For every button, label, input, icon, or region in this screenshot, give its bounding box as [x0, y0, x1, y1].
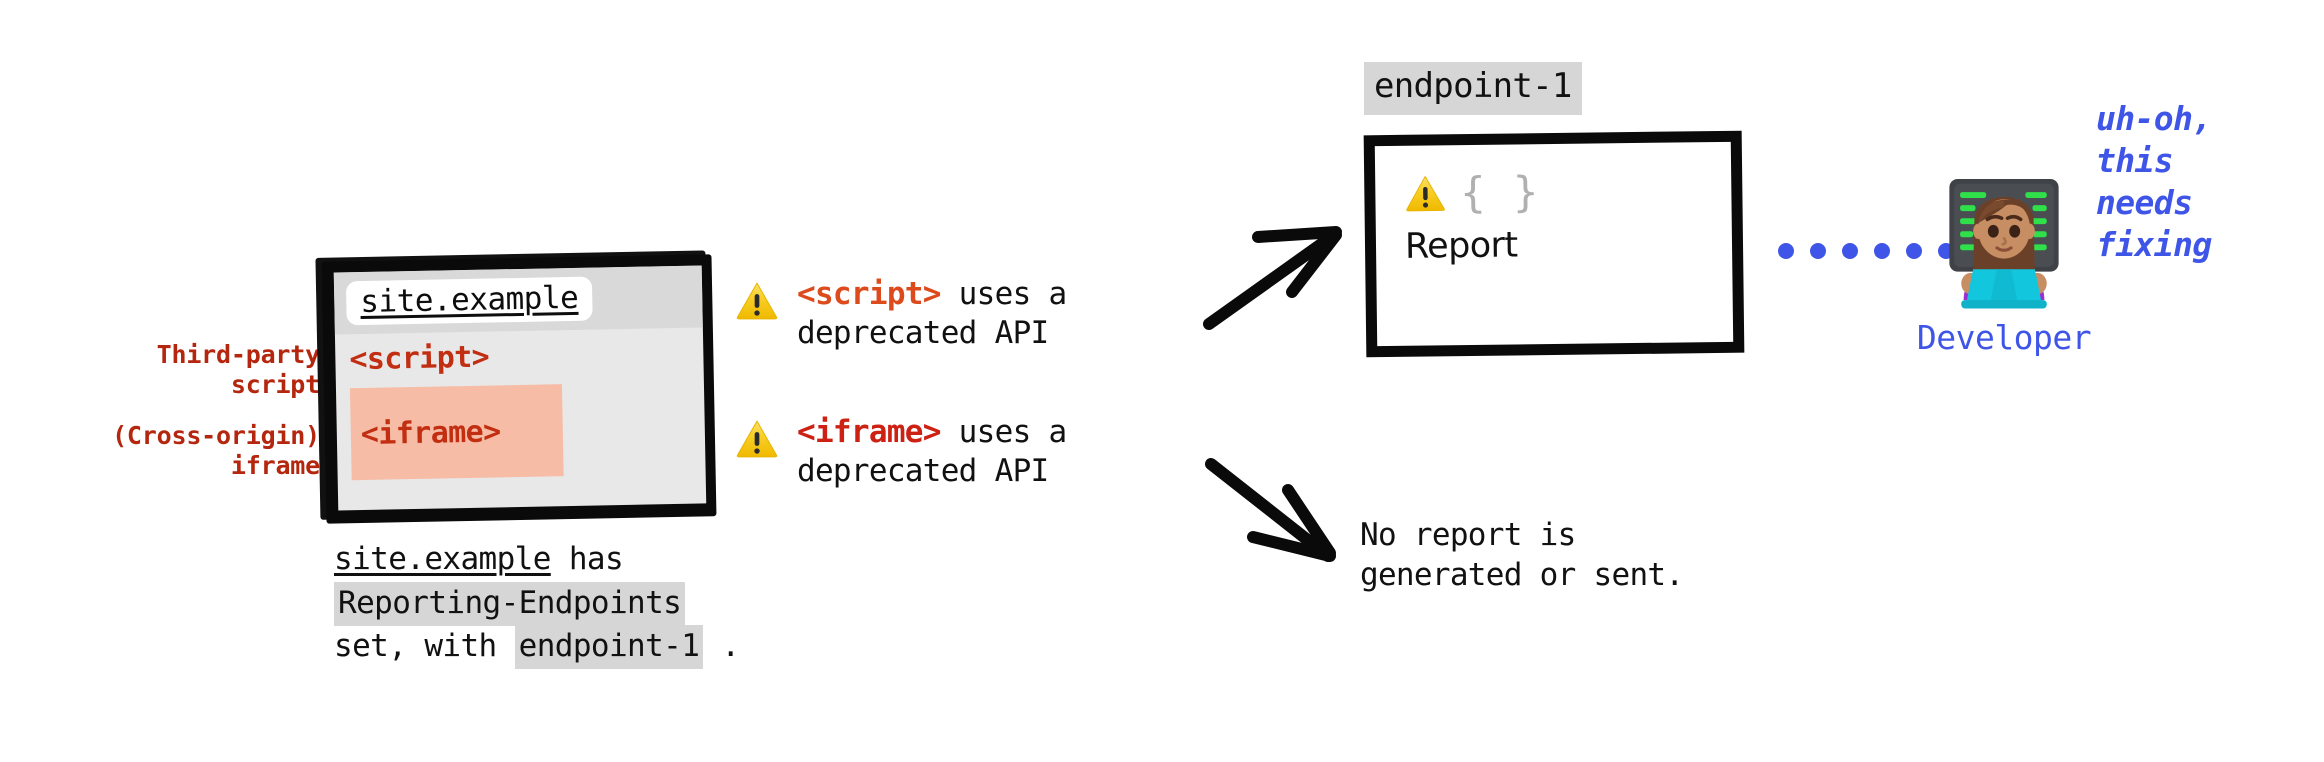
- warning-tag-iframe: <iframe>: [797, 414, 941, 450]
- developer-figure: Developer: [1916, 160, 2092, 357]
- browser-window: site.example <script> <iframe>: [315, 250, 717, 524]
- endpoint-box-content: { } Report: [1404, 167, 1540, 267]
- annotation-third-party-script: Third-party script: [40, 340, 321, 399]
- address-bar[interactable]: site.example: [345, 276, 593, 326]
- annotation-cross-origin-iframe: (Cross-origin) iframe: [40, 421, 320, 480]
- speech-line: this: [2096, 140, 2174, 180]
- connector-dot: [1874, 243, 1890, 259]
- warning-line-2: deprecated API: [797, 314, 1049, 351]
- browser-chrome-bar: site.example: [333, 265, 703, 335]
- connector-dot: [1810, 243, 1826, 259]
- warning-triangle-icon: [1406, 176, 1445, 212]
- caption-header-code: Reporting-Endpoints: [334, 581, 686, 626]
- warning-line-1: <script> uses a: [797, 276, 1067, 312]
- caption-line-2: Reporting-Endpoints: [334, 581, 739, 626]
- developer-label: Developer: [1916, 318, 2092, 357]
- warning-tag-rest: uses a: [940, 276, 1067, 312]
- speech-line: uh-oh,: [2096, 99, 2212, 138]
- speech-line: fixing: [2096, 224, 2212, 264]
- caption-line-3-pre: set, with: [334, 628, 515, 665]
- caption-endpoint-code: endpoint-1: [514, 625, 704, 670]
- warning-triangle-icon: [736, 420, 778, 458]
- page-iframe-region: <iframe>: [349, 384, 564, 481]
- endpoint-report-box: { } Report: [1363, 130, 1745, 358]
- no-report-line-1: No report is: [1360, 517, 1576, 553]
- connector-dot: [1778, 243, 1794, 259]
- connector-dot: [1906, 243, 1922, 259]
- no-report-line-2: generated or sent.: [1360, 556, 1684, 593]
- warning-triangle-icon: [736, 282, 778, 320]
- browser-window-frame: site.example <script> <iframe>: [321, 254, 717, 524]
- side-annotations: Third-party script (Cross-origin) iframe: [40, 340, 320, 480]
- annotation-line: (Cross-origin): [112, 421, 320, 450]
- speech-line: needs: [2096, 182, 2193, 222]
- warning-text-script: <script> uses a deprecated API: [797, 275, 1067, 353]
- annotation-line: iframe: [230, 450, 320, 480]
- warning-tag-rest: uses a: [940, 414, 1067, 450]
- developer-speech: uh-oh, this needs fixing: [2096, 98, 2212, 266]
- browser-caption: site.example has Reporting-Endpoints set…: [334, 540, 740, 671]
- woman-technologist-emoji: [1949, 179, 2059, 309]
- warning-line-2: deprecated API: [797, 452, 1049, 489]
- warning-line-1: <iframe> uses a: [797, 414, 1067, 450]
- annotation-line: script: [230, 369, 320, 399]
- no-report-message: No report is generated or sent.: [1360, 516, 1684, 595]
- warning-message-iframe: <iframe> uses a deprecated API: [735, 413, 1067, 491]
- warning-text-iframe: <iframe> uses a deprecated API: [797, 413, 1067, 491]
- browser-window-inner: site.example <script> <iframe>: [333, 265, 707, 511]
- report-label: Report: [1404, 225, 1518, 267]
- endpoint-name-badge: endpoint-1: [1364, 62, 1582, 116]
- warning-tag-script: <script>: [797, 276, 941, 312]
- arrow-to-no-report: [1205, 458, 1336, 562]
- caption-site-name: site.example: [334, 541, 551, 577]
- annotation-line: Third-party: [156, 340, 321, 369]
- caption-line-3: set, with endpoint-1 .: [334, 625, 740, 670]
- connector-dot: [1842, 243, 1858, 259]
- arrow-to-endpoint: [1203, 226, 1342, 330]
- caption-line-3-post: .: [703, 628, 740, 665]
- warning-message-script: <script> uses a deprecated API: [735, 275, 1067, 353]
- json-braces-icon: { }: [1460, 167, 1540, 218]
- caption-line-1-rest: has: [550, 541, 624, 577]
- page-iframe-tag: <iframe>: [360, 413, 501, 452]
- caption-line-1: site.example has: [334, 540, 739, 580]
- page-script-tag: <script>: [349, 339, 490, 378]
- browser-page-content: <script> <iframe>: [335, 327, 706, 510]
- endpoint-icon-row: { }: [1404, 167, 1540, 218]
